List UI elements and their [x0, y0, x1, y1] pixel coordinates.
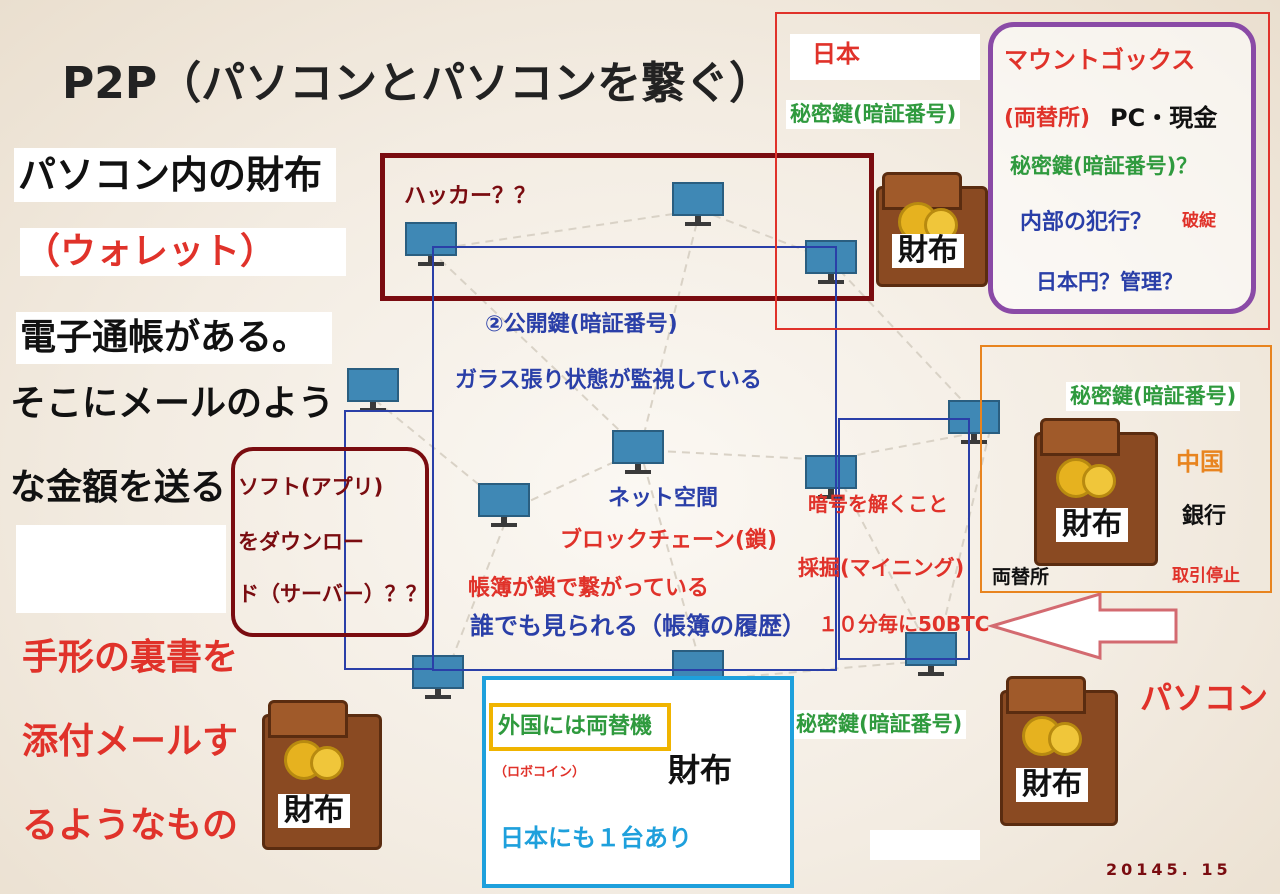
wallet-icon: 財布 — [1000, 676, 1118, 826]
wallet-label: 財布 — [278, 794, 350, 828]
software-line2: をダウンロー — [238, 530, 364, 554]
wallet-icon: 財布 — [262, 700, 382, 850]
software-box — [231, 447, 429, 637]
bankrupt-text: 破綻 — [1182, 211, 1216, 231]
email-like-text: そこにメールのよう — [10, 383, 335, 424]
japan-label: 日本 — [812, 40, 860, 68]
wallet-label-text: （ウォレット） — [20, 228, 347, 276]
software-line3: ド（サーバー）？？ — [238, 582, 427, 606]
mining-text: 採掘(マイニング) — [798, 556, 965, 580]
bottom-secret-key: 秘密鍵(暗証番号) — [792, 710, 967, 739]
computer-icon — [905, 632, 957, 676]
attach-mail-text: 添付メールす — [22, 721, 239, 762]
wallet-label: 財布 — [892, 234, 964, 268]
computer-icon — [805, 455, 857, 499]
mtgox-secret-key: 秘密鍵(暗証番号)？ — [1010, 154, 1198, 178]
mtgox-pc-cash: PC・現金 — [1110, 104, 1218, 132]
japan-secret-key: 秘密鍵(暗証番号) — [786, 100, 961, 129]
bank-label: 銀行 — [1182, 504, 1227, 529]
mtgox-name: マウントゴックス — [1004, 46, 1196, 74]
glass-monitor-text: ガラス張り状態が監視している — [455, 368, 762, 393]
atm-highlight-box — [489, 703, 671, 751]
atm-box — [482, 676, 794, 888]
japan-one-text: 日本にも１台あり — [500, 824, 692, 852]
mining-box — [838, 418, 970, 660]
page-title: P2P（パソコンとパソコンを繋ぐ） — [62, 58, 774, 109]
arrow-left-icon — [986, 591, 1178, 661]
wallet-label: 財布 — [1016, 768, 1088, 802]
hacker-text: ハッカー？？ — [404, 184, 537, 209]
wallet-in-pc-text: パソコン内の財布 — [14, 148, 337, 202]
china-box — [980, 345, 1272, 593]
software-line1: ソフト(アプリ) — [238, 475, 384, 499]
atm-wallet-label: 財布 — [668, 751, 733, 789]
send-amount-text: な金額を送る — [10, 467, 227, 508]
endorsement-text: 手形の裏書を — [22, 637, 239, 678]
mtgox-box — [988, 22, 1256, 314]
ledger-chain-text: 帳簿が鎖で繋がっている — [468, 576, 709, 601]
server-box — [344, 410, 434, 670]
computer-icon — [805, 240, 857, 284]
digital-passbook-text: 電子通帳がある。 — [16, 312, 333, 364]
reward-text: １０分毎に50BTC — [818, 612, 990, 636]
net-space-text: ネット空間 — [608, 486, 719, 511]
china-secret-key: 秘密鍵(暗証番号) — [1066, 382, 1241, 411]
computer-icon — [478, 483, 530, 527]
blank-patch — [790, 34, 980, 80]
decode-text: 暗号を解くこと — [808, 492, 948, 516]
china-label: 中国 — [1176, 448, 1224, 476]
computer-icon — [412, 655, 464, 699]
computer-icon — [948, 400, 1000, 444]
china-exchange: 両替所 — [992, 566, 1050, 588]
pc-label: パソコン — [1140, 679, 1269, 717]
wallet-icon: 財布 — [1034, 418, 1158, 566]
public-key-text: ②公開鍵(暗証番号) — [485, 312, 678, 337]
like-thing-text: るようなもの — [22, 805, 239, 846]
blockchain-text: ブロックチェーン(鎖) — [560, 528, 778, 553]
date-text: 20145. 15 — [1106, 860, 1232, 879]
computer-icon — [405, 222, 457, 266]
computer-icon — [347, 368, 399, 412]
computer-icon — [612, 430, 664, 474]
foreign-atm-text: 外国には両替機 — [498, 714, 653, 739]
inside-crime-text: 内部の犯行？ — [1020, 210, 1153, 235]
robocoin-text: （ロボコイン） — [494, 765, 586, 780]
wallet-label: 財布 — [1056, 508, 1128, 542]
yen-managed-text: 日本円？管理？ — [1036, 270, 1183, 294]
japan-box — [775, 12, 1270, 330]
blank-patch — [870, 830, 980, 860]
computer-icon — [672, 182, 724, 226]
blank-patch — [16, 525, 226, 613]
suspended-label: 取引停止 — [1172, 566, 1240, 586]
mtgox-exchange: (両替所) — [1004, 106, 1091, 131]
wallet-icon: 財布 — [876, 172, 988, 287]
hacker-box — [380, 153, 874, 301]
anyone-can-see-text: 誰でも見られる（帳簿の履歴） — [470, 612, 806, 640]
